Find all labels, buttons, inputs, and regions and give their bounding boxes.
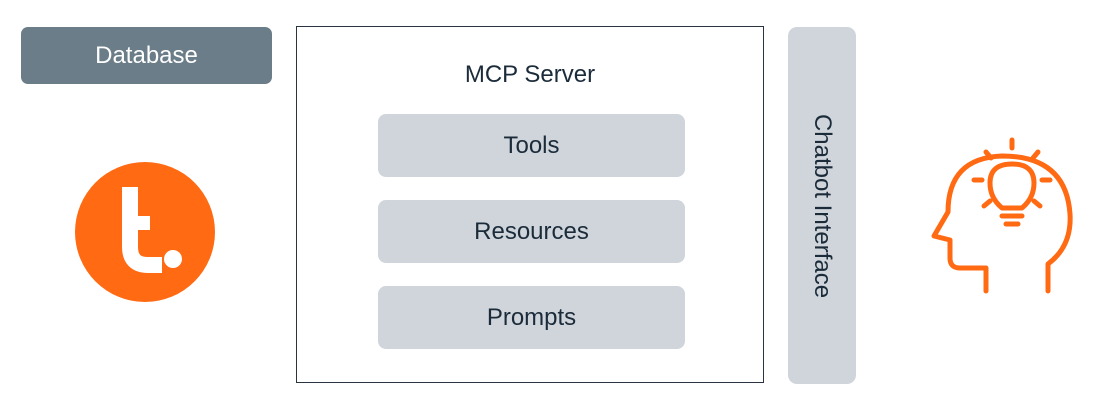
mcp-server-title: MCP Server [464, 61, 596, 88]
mcp-server-box: MCP Server Tools Resources Prompts [296, 26, 764, 383]
database-label: Database [21, 27, 272, 84]
t-logo-icon [75, 162, 215, 302]
chatbot-interface-label: Chatbot Interface [809, 113, 836, 298]
tools-item: Tools [378, 114, 685, 177]
head-lightbulb-icon [931, 137, 1073, 294]
prompts-item: Prompts [378, 286, 685, 349]
resources-item: Resources [378, 200, 685, 263]
chatbot-interface-bar: Chatbot Interface [788, 27, 856, 384]
